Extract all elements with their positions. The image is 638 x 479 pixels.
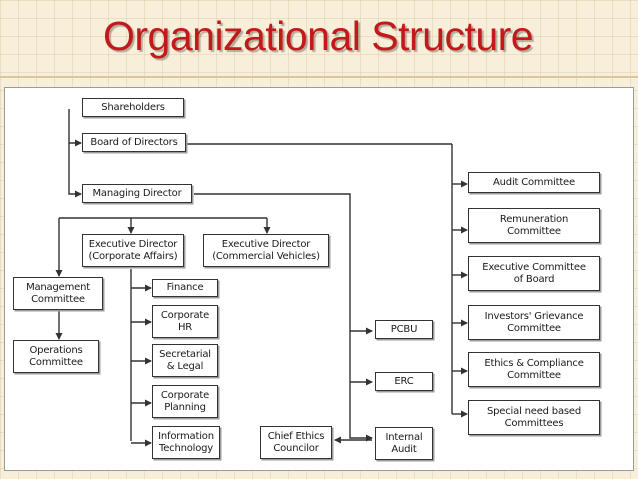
information-technology-box: Information Technology [152,426,220,459]
erc-box: ERC [375,372,433,391]
ed-commercial-vehicles-box: Executive Director (Commercial Vehicles) [203,234,329,267]
pcbu-box: PCBU [375,320,433,339]
connector-lines [55,109,468,447]
internal-audit-box: Internal Audit [375,427,433,460]
management-committee-box: Management Committee [13,277,103,310]
slide-title: Organizational Structure [103,13,534,59]
corporate-planning-box: Corporate Planning [152,385,218,418]
shareholders-box: Shareholders [82,98,184,117]
executive-committee-of-board-box: Executive Committee of Board [468,256,600,291]
chief-ethics-councilor-box: Chief Ethics Councilor [260,426,332,459]
secretarial-legal-box: Secretarial & Legal [152,344,218,377]
finance-box: Finance [152,279,218,297]
special-need-based-committees-box: Special need based Committees [468,400,600,435]
operations-committee-box: Operations Committee [13,340,99,373]
investors-grievance-committee-box: Investors' Grievance Committee [468,305,600,340]
audit-committee-box: Audit Committee [468,172,600,193]
corporate-hr-box: Corporate HR [152,305,218,338]
board-of-directors-box: Board of Directors [82,133,186,152]
managing-director-box: Managing Director [82,184,192,203]
remuneration-committee-box: Remuneration Committee [468,208,600,243]
title-divider [0,76,638,78]
ethics-compliance-committee-box: Ethics & Compliance Committee [468,352,600,387]
ed-corporate-affairs-box: Executive Director (Corporate Affairs) [82,234,184,267]
